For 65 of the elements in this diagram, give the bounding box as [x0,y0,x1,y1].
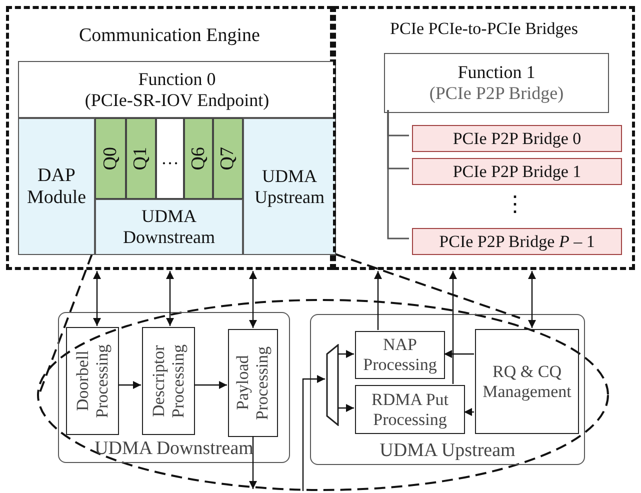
process-box [142,327,195,435]
queue-box [213,118,243,199]
box-label: UDMA Upstream [254,166,326,208]
bridge-box [412,158,622,185]
box-label: Descriptor Processing [148,343,188,420]
box-label: … [161,148,179,169]
arrow [93,271,101,326]
function-box [18,61,336,118]
box-label: DAP Module [26,164,88,208]
box-label: Payload Processing [233,345,273,422]
arrow [444,350,474,358]
box-label: Q1 [130,146,152,170]
dashed-group-box [333,6,635,270]
arrow [374,271,382,330]
box-label: RDMA Put Processing [370,390,450,430]
group-title: UDMA Downstream [94,438,254,460]
queue-box [95,118,126,199]
box-label: Q0 [100,146,122,170]
group-title: Communication Engine [78,25,260,47]
dashed-group-box [6,6,333,270]
arrow [464,408,474,416]
arrow [338,404,354,412]
connector-line [387,110,409,240]
box-label: PCIe P2P Bridge 1 [452,162,582,182]
box-label: Function 1 [458,62,536,83]
box-label: PCIe P2P Bridge P – 1 [439,232,595,252]
module-box [18,118,95,255]
ellipsis-box [156,118,184,199]
arrow [166,271,174,326]
ellipsis-mark: ⋮ [503,190,527,218]
process-box [355,331,445,379]
process-box [475,329,579,434]
process-box [228,329,278,437]
arrow [302,375,325,491]
arrow [249,436,257,489]
arrow [249,271,257,328]
box-subtitle: (PCIe P2P Bridge) [429,83,564,104]
group-title: UDMA Upstream [380,440,516,462]
module-panel [310,314,585,465]
module-box [95,199,243,255]
module-box [243,118,336,255]
bridge-box [412,228,622,255]
box-label: Function 0 [138,68,216,90]
arrow [194,381,227,389]
arrow [528,271,536,328]
box-label: Q7 [217,146,239,170]
multiplexer-symbol [326,344,339,426]
arrow [118,381,141,389]
box-label: PCIe P2P Bridge 0 [452,128,582,148]
box-label: RQ & CQ Management [482,362,572,402]
box-label: NAP Processing [362,335,438,375]
group-title: PCIe PCIe-to-PCIe Bridges [390,19,578,39]
queue-box [184,118,213,199]
process-box [66,327,119,435]
module-panel [58,312,290,463]
bridge-box [412,125,622,152]
arrow [449,271,457,384]
process-box [355,385,465,434]
arrow [338,350,354,358]
queue-box [126,118,156,199]
box-subtitle: (PCIe-SR-IOV Endpoint) [84,90,270,110]
box-label: UDMA Downstream [122,206,216,248]
box-label: Q6 [188,146,210,170]
box-label: Doorbell Processing [72,343,112,420]
function-box [384,53,609,113]
